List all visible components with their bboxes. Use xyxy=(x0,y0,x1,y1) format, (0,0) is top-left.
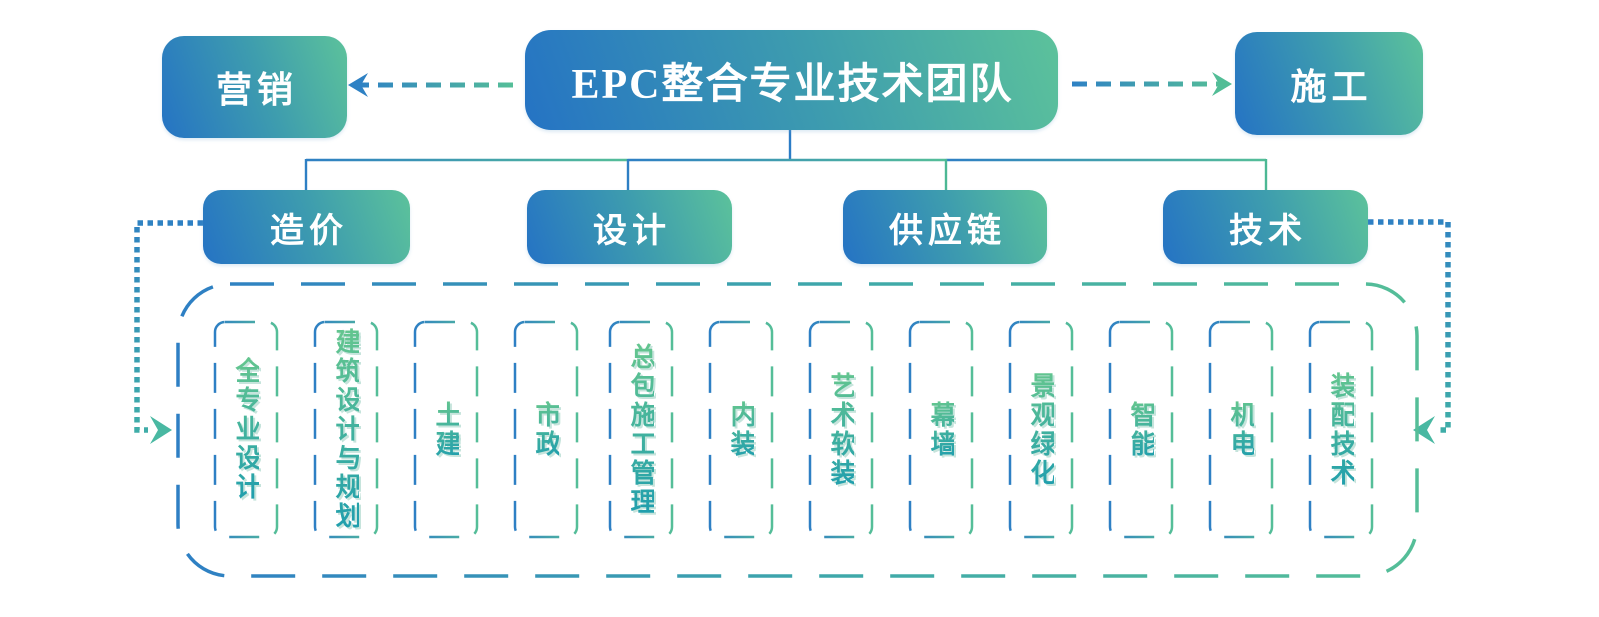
sub-item-curtain-wall: 幕墙 xyxy=(910,322,972,537)
sub-item-label: 幕墙 xyxy=(927,400,956,459)
sub-item-landscape-greening: 景观绿化 xyxy=(1010,322,1072,537)
sub-item-label: 总包施工管理 xyxy=(627,342,656,517)
arrowhead-left-icon xyxy=(348,73,368,97)
arrowhead-into-pool-right-icon xyxy=(1413,416,1435,444)
branch-node-design: 设计 xyxy=(527,190,732,264)
sub-item-label: 建筑设计与规划 xyxy=(332,328,361,531)
sub-item-label: 智能 xyxy=(1127,400,1156,459)
sub-item-label: 艺术软装 xyxy=(827,371,856,488)
sub-item-intelligence: 智能 xyxy=(1110,322,1172,537)
sub-item-label: 景观绿化 xyxy=(1027,371,1056,488)
arrowhead-into-pool-left-icon xyxy=(150,416,172,444)
root-node: EPC整合专业技术团队 xyxy=(525,30,1058,130)
sub-item-label: 市政 xyxy=(532,400,561,459)
dotted-link-left xyxy=(134,220,203,444)
sub-item-mechanical-electrical: 机电 xyxy=(1210,322,1272,537)
arrowhead-right-icon xyxy=(1212,72,1232,96)
marketing-node: 营销 xyxy=(162,36,347,138)
sub-item-municipal: 市政 xyxy=(515,322,577,537)
sub-item-art-soft-decoration: 艺术软装 xyxy=(810,322,872,537)
sub-item-interior-decoration: 内装 xyxy=(710,322,772,537)
sub-item-general-contracting-management: 总包施工管理 xyxy=(610,322,672,537)
arrow-to-marketing xyxy=(348,73,513,97)
sub-item-prefabrication-technology: 装配技术 xyxy=(1310,322,1372,537)
sub-items-pool-border xyxy=(176,282,1419,578)
sub-item-label: 土建 xyxy=(432,400,461,459)
arrow-to-construction xyxy=(1072,72,1232,96)
tree-connectors xyxy=(304,130,1268,190)
sub-item-full-discipline-design: 全专业设计 xyxy=(215,322,277,537)
sub-item-civil-construction: 土建 xyxy=(415,322,477,537)
branch-node-supply-chain: 供应链 xyxy=(843,190,1047,264)
sub-item-label: 内装 xyxy=(727,400,756,459)
branch-node-technology: 技术 xyxy=(1163,190,1368,264)
dotted-link-right xyxy=(1368,219,1451,444)
construction-node: 施工 xyxy=(1235,32,1423,135)
sub-item-label: 机电 xyxy=(1227,400,1256,459)
sub-item-label: 全专业设计 xyxy=(232,357,261,502)
branch-node-cost: 造价 xyxy=(203,190,410,264)
sub-item-label: 装配技术 xyxy=(1327,371,1356,488)
sub-item-borders xyxy=(213,320,1374,539)
sub-item-architectural-design-planning: 建筑设计与规划 xyxy=(315,322,377,537)
